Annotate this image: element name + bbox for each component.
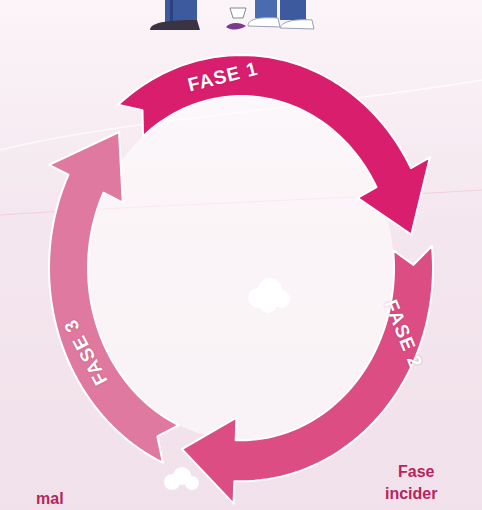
sneaker [248,18,280,27]
text-fragment: incider [385,485,437,503]
phase-arrow: FASE 2 [179,243,436,507]
jeans-seam [170,0,173,22]
jeans-leg [280,0,306,20]
arrow-shape-svg [179,243,436,507]
text-fragment: mal [36,490,64,508]
cloud [248,278,290,313]
phase-arrow: FASE 3 [46,129,182,466]
arrow-shape [118,55,430,235]
arrow-shape [49,132,179,463]
spilled-item [226,23,246,29]
arrow-shape-svg [115,52,433,238]
sneaker [280,20,314,29]
inner-circle [88,96,394,440]
cloud [164,467,199,490]
arrow-shape-svg [46,129,182,466]
phase-arrow: FASE 1 [115,52,433,238]
jeans-leg [255,0,277,18]
text-fragment: Fase [398,463,434,481]
cup [230,8,246,18]
arrow-shape [182,246,433,504]
jeans-leg [165,0,197,22]
shoe [150,20,200,30]
